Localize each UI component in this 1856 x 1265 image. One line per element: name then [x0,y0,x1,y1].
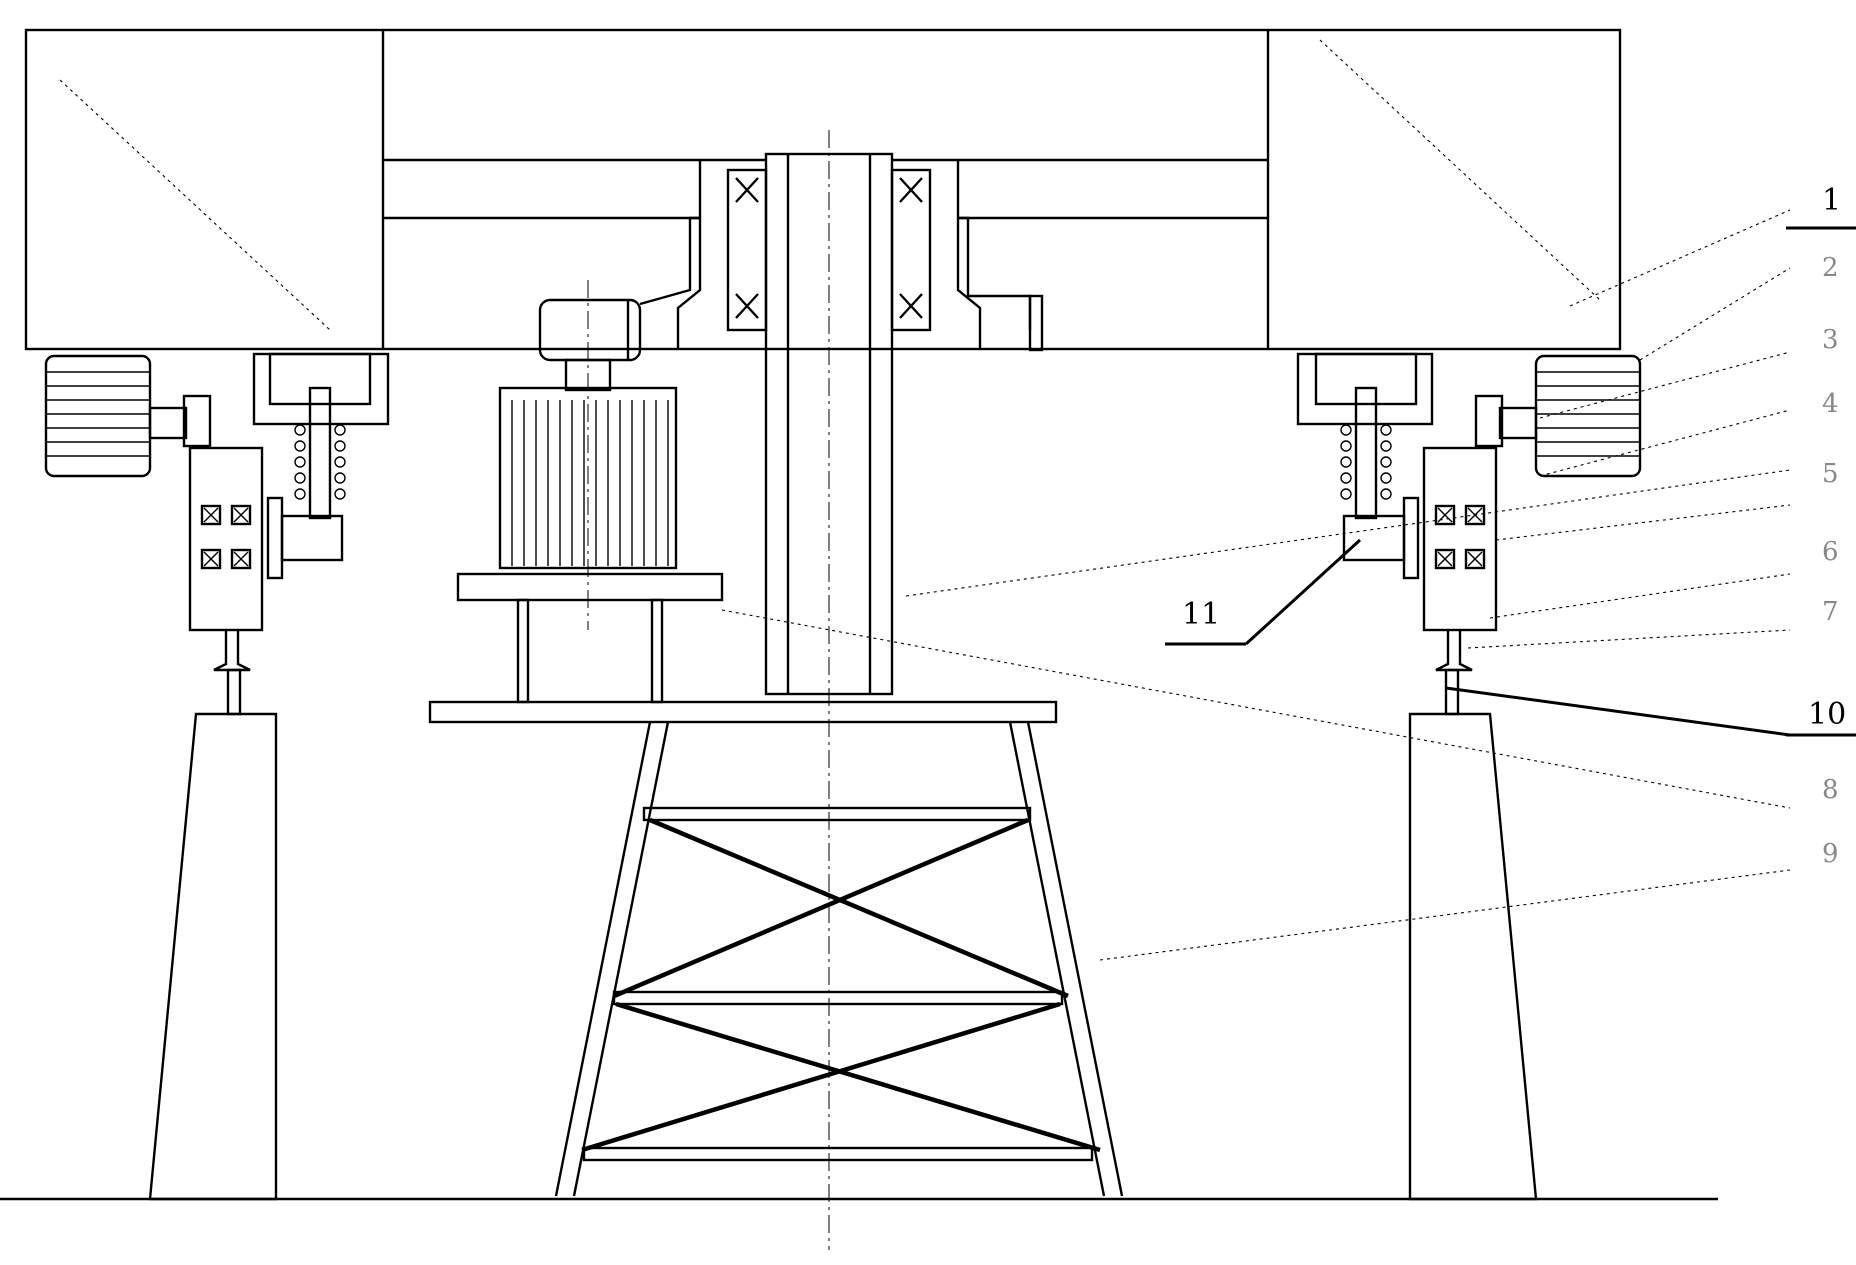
callout-10: 10 [1808,697,1846,732]
callout-2: 2 [1822,253,1839,283]
callout-4: 4 [1822,389,1839,419]
callout-6: 6 [1822,537,1839,567]
central-shaft [764,130,894,1250]
gear-motor [498,280,678,630]
bearing-housing-left [639,158,768,349]
callout-1: 1 [1822,183,1841,218]
right-spring-guide [1296,352,1434,520]
callout-11: 11 [1182,597,1220,632]
right-support-pillar [1408,712,1538,1201]
callout-9: 9 [1822,839,1839,869]
left-spring-guide [252,352,390,520]
left-support-pillar [148,712,278,1201]
part-callouts: 1 2 3 4 5 6 7 8 9 10 11 [1182,183,1846,869]
right-roller-unit [1342,354,1642,716]
callout-8: 8 [1822,775,1839,805]
base-plate [428,700,1058,724]
callout-3: 3 [1822,325,1839,355]
bearing-housing-right [890,158,1044,352]
callout-7: 7 [1822,597,1839,627]
motor-mounting-plate [456,572,724,704]
left-roller-unit [44,354,344,716]
callout-5: 5 [1822,459,1839,489]
motor-fins [511,400,669,566]
top-carriage-frame [24,28,1622,351]
leader-lines [721,209,1856,961]
lattice-support-tower [554,721,1124,1197]
